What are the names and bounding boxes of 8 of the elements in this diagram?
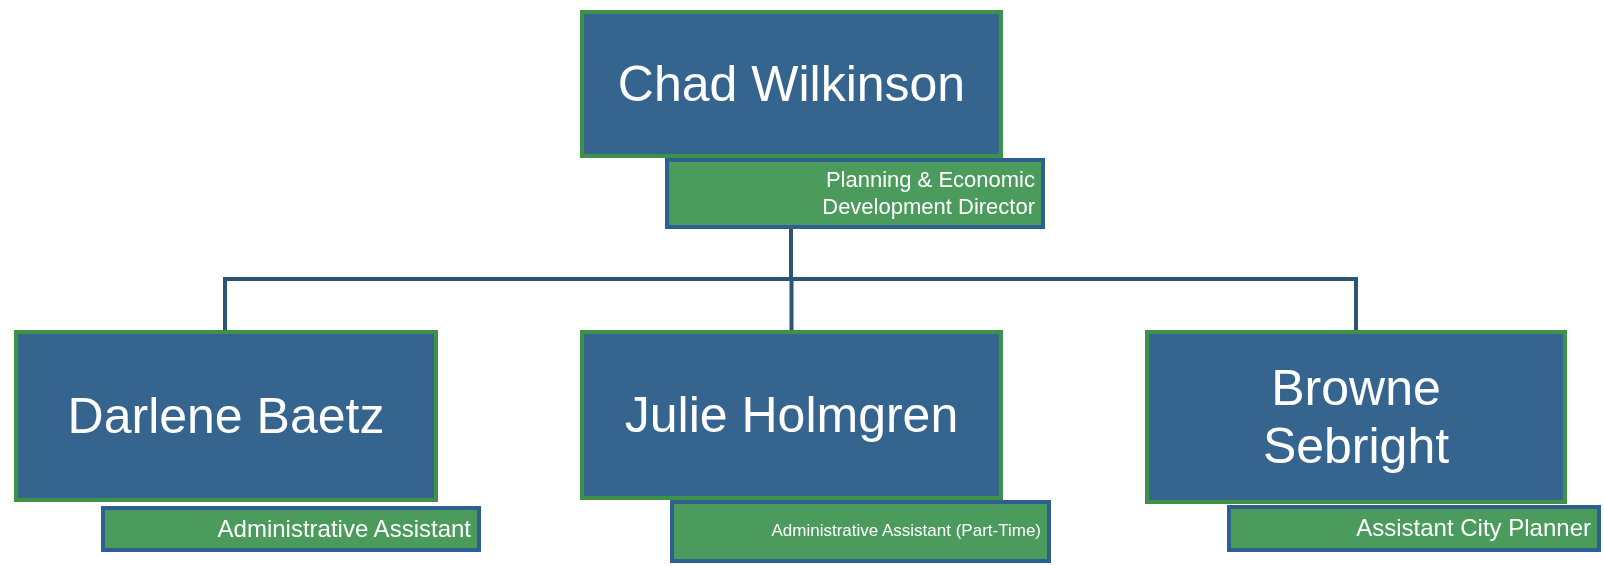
person-box: Darlene Baetz [14,330,438,502]
person-box: Browne Sebright [1145,330,1567,504]
job-title-box: Planning & Economic Development Director [665,158,1045,229]
person-box: Julie Holmgren [580,330,1003,500]
job-title-box: Administrative Assistant [101,506,481,552]
job-title-box: Assistant City Planner [1227,505,1601,552]
job-title-box: Administrative Assistant (Part-Time) [670,500,1051,563]
person-box: Chad Wilkinson [580,10,1003,158]
